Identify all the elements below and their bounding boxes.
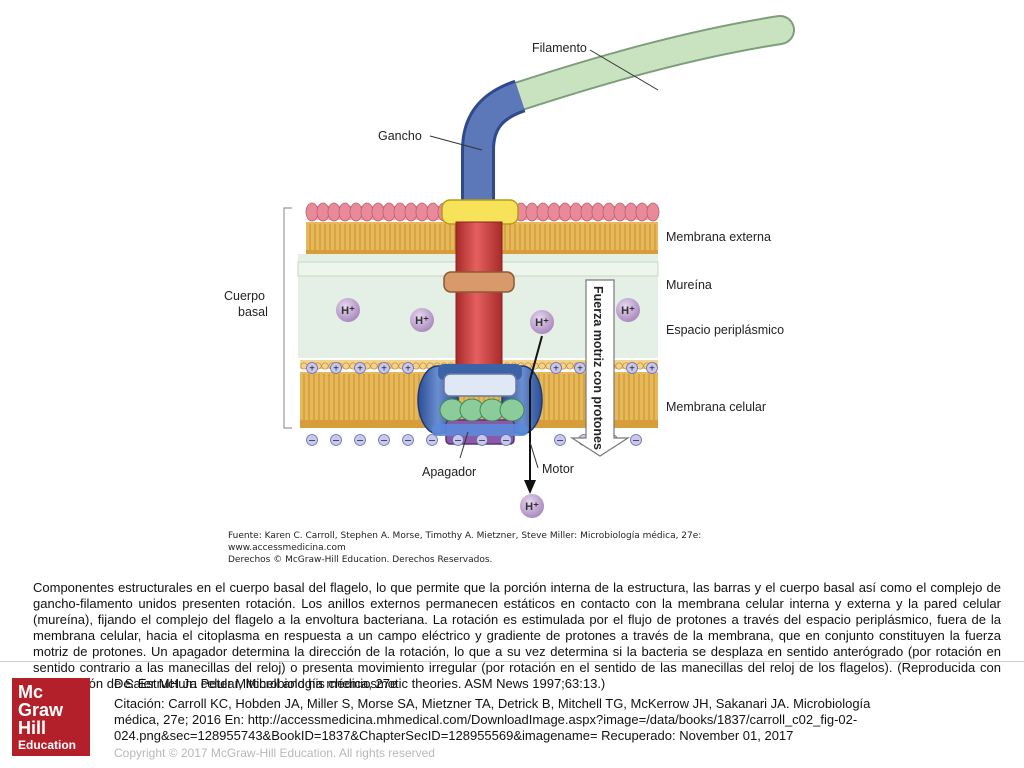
logo-text-1: Mc (18, 682, 44, 702)
plus-sign: + (381, 364, 387, 375)
label-cuerpo-basal-2: basal (238, 305, 268, 319)
positive-charge (330, 362, 342, 374)
minus-sign: – (455, 435, 462, 447)
figure-credit-1: Fuente: Karen C. Carroll, Stephen A. Mor… (228, 530, 701, 541)
figure-credit-2: www.accessmedicina.com (228, 543, 346, 553)
svg-text:H⁺: H⁺ (415, 315, 429, 327)
positive-charge (402, 362, 414, 374)
negative-charge (354, 434, 366, 446)
negative-charge (306, 434, 318, 446)
positive-charge (550, 362, 562, 374)
proton: H⁺ (336, 298, 360, 322)
negative-charge (500, 434, 512, 446)
minus-sign: – (429, 435, 436, 447)
positive-charge (646, 362, 658, 374)
proton: H⁺ (530, 310, 554, 334)
plus-sign: + (309, 364, 315, 375)
negative-charge (426, 434, 438, 446)
positive-charge (378, 362, 390, 374)
negative-charge (554, 434, 566, 446)
plus-sign: + (553, 364, 559, 375)
label-membrana-externa: Membrana externa (666, 230, 771, 244)
label-motor: Motor (542, 462, 574, 476)
proton-motive-force-arrow: Fuerza motriz con protones (569, 279, 631, 457)
minus-sign: – (333, 435, 340, 447)
motor-complex (417, 364, 543, 445)
negative-charge (378, 434, 390, 446)
plus-sign: + (357, 364, 363, 375)
minus-sign: – (557, 435, 564, 447)
minus-sign: – (633, 435, 640, 447)
mcgraw-hill-logo: Mc Graw Hill Education (12, 678, 90, 756)
plus-sign: + (577, 364, 583, 375)
logo-text-3: Hill (18, 718, 47, 738)
figure-caption: Componentes estructurales en el cuerpo b… (33, 580, 1001, 691)
label-espacio-periplasmico: Espacio periplásmico (666, 323, 784, 337)
label-membrana-celular: Membrana celular (666, 400, 766, 414)
negative-charge (476, 434, 488, 446)
flagellum-diagram: H⁺H⁺H⁺H⁺ ++++++++++ ––––––––––––– Fuerza… (224, 15, 795, 565)
copyright-text: Copyright © 2017 McGraw-Hill Education. … (114, 746, 435, 760)
divider-line (0, 661, 1024, 662)
label-cuerpo-basal-1: Cuerpo (224, 289, 265, 303)
proton-path-arrow (529, 335, 543, 488)
l-ring (441, 199, 519, 225)
logo-text-2: Graw (18, 700, 64, 720)
svg-text:H⁺: H⁺ (621, 305, 635, 317)
negative-charge (452, 434, 464, 446)
plus-sign: + (333, 364, 339, 375)
proton-motive-force-label: Fuerza motriz con protones (591, 286, 605, 450)
positive-charge (306, 362, 318, 374)
label-gancho: Gancho (378, 129, 422, 143)
source-line: De: Estructura celular, Microbiología mé… (114, 676, 398, 691)
minus-sign: – (357, 435, 364, 447)
negative-charge (630, 434, 642, 446)
rod (455, 221, 503, 391)
minus-sign: – (381, 435, 388, 447)
switch-subunit (499, 398, 525, 422)
plus-sign: + (649, 364, 655, 375)
ms-ring (443, 373, 517, 397)
positive-charge (626, 362, 638, 374)
plus-sign: + (629, 364, 635, 375)
cytoplasm-proton: H⁺ (520, 494, 544, 518)
label-mureina: Mureína (666, 278, 712, 292)
minus-sign: – (503, 435, 510, 447)
minus-sign: – (405, 435, 412, 447)
negative-charge (330, 434, 342, 446)
svg-text:H⁺: H⁺ (535, 317, 549, 329)
svg-text:H⁺: H⁺ (525, 501, 539, 513)
negative-charge (402, 434, 414, 446)
logo-text-4: Education (18, 738, 77, 752)
basal-body-bracket (283, 207, 292, 429)
figure-credit-3: Derechos © McGraw-Hill Education. Derech… (228, 555, 492, 565)
positive-charge (354, 362, 366, 374)
label-apagador: Apagador (422, 465, 476, 479)
proton: H⁺ (616, 298, 640, 322)
label-filamento: Filamento (532, 41, 587, 55)
plus-sign: + (405, 364, 411, 375)
p-ring (443, 271, 515, 293)
svg-text:H⁺: H⁺ (341, 305, 355, 317)
minus-sign: – (479, 435, 486, 447)
minus-sign: – (309, 435, 316, 447)
citation-text: Citación: Carroll KC, Hobden JA, Miller … (114, 696, 871, 743)
proton: H⁺ (410, 308, 434, 332)
